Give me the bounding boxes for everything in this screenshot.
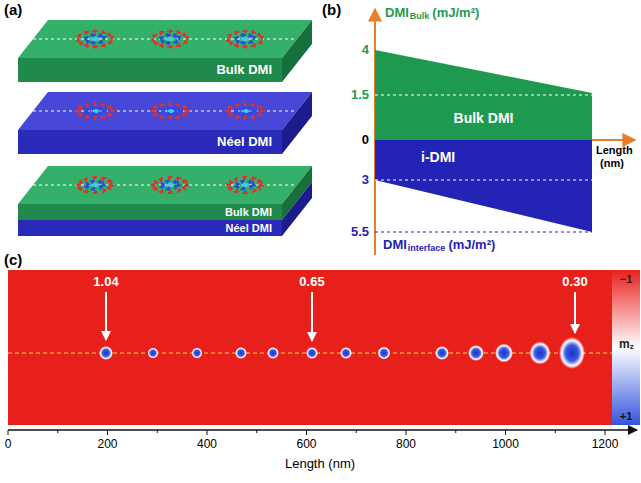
axis-subscript: interface <box>408 244 446 254</box>
tick-label: 1200 <box>592 438 619 451</box>
tick-label: 3 <box>362 173 369 187</box>
region-shape <box>375 140 592 232</box>
skyrmion-spins <box>75 31 265 193</box>
panel-letter: (c) <box>4 252 22 269</box>
layer-label: Bulk DMI <box>216 63 272 77</box>
layer-label: Néel DMI <box>217 135 272 149</box>
axis-subscript: Bulk <box>410 12 430 22</box>
panel-letter: (a) <box>4 2 22 19</box>
axis-unit: (nm) <box>600 157 624 169</box>
bulk-dmi-layer: Bulk DMI <box>18 204 282 220</box>
tick-label: 200 <box>97 438 117 451</box>
colorbar-tick: +1 <box>620 410 633 422</box>
bulk-slab <box>18 20 312 82</box>
panel-letter: (b) <box>322 2 341 19</box>
tick-label: 1.5 <box>351 88 369 102</box>
axis-title: Length (nm) <box>285 457 355 471</box>
tick-label: 1000 <box>492 438 519 451</box>
colorbar-title: m <box>619 338 630 351</box>
tick-label: 4 <box>362 43 369 57</box>
skyrmions <box>99 337 585 369</box>
interface-dmi-region: i-DMI <box>375 140 592 232</box>
layer-label: Néel DMI <box>226 222 272 234</box>
colorbar-tick: −1 <box>620 273 633 285</box>
tick-label: 600 <box>296 438 316 451</box>
layer-label: Bulk DMI <box>454 111 514 126</box>
dmi-value: 1.04 <box>93 275 118 289</box>
bulk-dmi-region: Bulk DMI <box>375 50 592 140</box>
plot-axes <box>375 9 635 255</box>
tick-label: 800 <box>396 438 416 451</box>
axis-title: DMI <box>383 238 407 252</box>
length-axis <box>8 430 637 435</box>
layer-label: Bulk DMI <box>225 206 272 218</box>
bilayer-slab <box>18 166 312 236</box>
layer-label: i-DMI <box>421 150 455 165</box>
axis-title: Length <box>596 144 633 156</box>
neel-slab <box>18 92 312 154</box>
axis-unit: (mJ/m²) <box>432 6 479 20</box>
colorbar <box>612 270 640 425</box>
axis-title: DMI <box>385 6 409 20</box>
tick-label: 0 <box>362 133 369 147</box>
colorbar-subscript: z <box>630 343 634 352</box>
neel-dmi-layer: Néel DMI <box>18 130 282 154</box>
tick-label: 5.5 <box>351 225 369 239</box>
axis-unit: (mJ/m²) <box>448 238 495 252</box>
dmi-value: 0.65 <box>299 275 324 289</box>
region-shape <box>375 50 592 140</box>
neel-dmi-layer: Néel DMI <box>18 220 282 236</box>
skyrmion-track <box>8 270 640 425</box>
tick-label: 400 <box>197 438 217 451</box>
tick-label: 0 <box>5 438 12 451</box>
dmi-value: 0.30 <box>562 275 587 289</box>
bulk-dmi-layer: Bulk DMI <box>18 58 282 82</box>
